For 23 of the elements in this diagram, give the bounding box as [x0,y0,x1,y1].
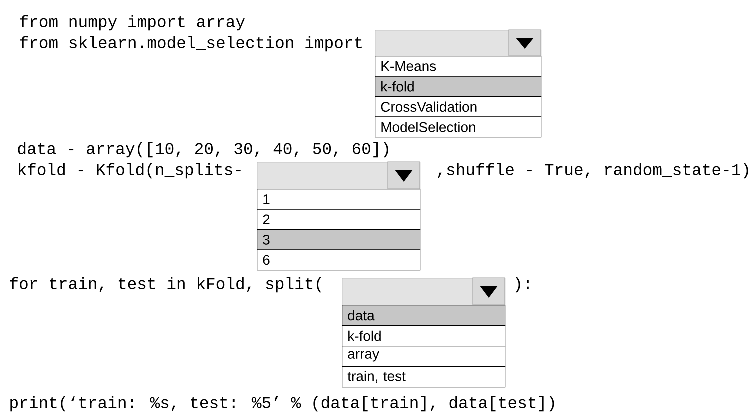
code-line: print(‘train: %s, test: %5’ % (data[train], data[test]) [10,396,554,412]
dropdown-option: k-fold [375,76,542,98]
dropdown-option: CrossValidation [375,96,542,118]
code-line: from sklearn.model_selection import [20,36,362,52]
dropdown-box [257,162,421,190]
dropdown-option: train, test [342,366,506,388]
dropdown-option: 3 [257,230,421,250]
dropdown-box [342,278,506,306]
code-line: data - array([10, 20, 30, 40, 50, 60]) [18,142,388,158]
dropdown-option: data [342,305,506,326]
code-line: from numpy import array [20,15,245,31]
code-line: ,shuffle - True, random_state-1) [438,163,748,179]
code-line: kfold - Kfold(n_splits- [19,163,241,179]
dropdown-option: ModelSelection [375,116,542,138]
dropdown-option: 1 [257,189,421,210]
dropdown-option: k-fold [342,326,506,347]
dropdown-option: array [342,346,506,368]
code-line: ): [516,277,529,293]
dropdown-option: 2 [257,209,421,230]
code-line: for train, test in kFold, split( [10,277,322,293]
dropdown-option: K-Means [375,56,542,77]
dropdown-box [375,30,542,57]
dropdown-option: 6 [257,250,421,271]
